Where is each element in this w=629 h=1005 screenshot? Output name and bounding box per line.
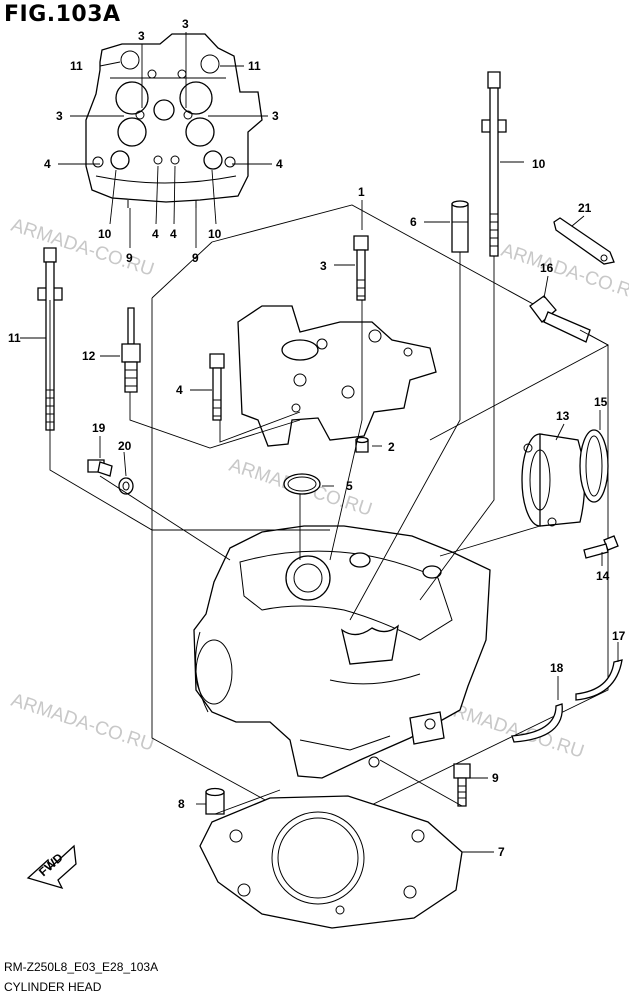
o-ring-inner [287, 476, 317, 492]
watermark: ARMADA-CO.RU [8, 215, 156, 281]
callout-3: 3 [320, 259, 327, 273]
bolt-16 [529, 295, 591, 343]
callout-7: 7 [498, 845, 505, 859]
callout-10: 10 [98, 227, 112, 241]
bracket [553, 217, 615, 265]
cover-gasket [127, 200, 197, 208]
dowel-pin-head-top [205, 787, 225, 797]
callout-3: 3 [272, 109, 279, 123]
callout-8: 8 [178, 797, 185, 811]
fwd-arrow-icon: FWD [26, 844, 77, 890]
cam-chain-guide [451, 200, 469, 253]
callout-4: 4 [152, 227, 159, 241]
callout-3: 3 [182, 17, 189, 31]
callout-16: 16 [540, 261, 554, 275]
assembly-outline [151, 241, 213, 299]
callout-4: 4 [176, 383, 183, 397]
callout-14: 14 [596, 569, 610, 583]
drawing-code: RM-Z250L8_E03_E28_103A [4, 960, 159, 974]
callout-17: 17 [612, 629, 626, 643]
callout-4: 4 [276, 157, 283, 171]
figure-name: CYLINDER HEAD [4, 980, 102, 994]
callout-11: 11 [248, 59, 261, 73]
callout-20: 20 [118, 439, 132, 453]
cylinder-head [193, 525, 491, 779]
gasket-washer-hole [122, 481, 130, 491]
head-cover [85, 33, 263, 203]
bolt-3 [353, 235, 369, 301]
bracket-hole [600, 254, 608, 262]
callout-5: 5 [346, 479, 353, 493]
callout-4: 4 [44, 157, 51, 171]
dowel-pin-top [355, 436, 369, 444]
callout-9: 9 [492, 771, 499, 785]
callout-10: 10 [208, 227, 222, 241]
bolt-14 [583, 535, 619, 559]
bolt-19 [87, 459, 113, 477]
camshaft-holder [237, 305, 437, 447]
callout-2: 2 [388, 440, 395, 454]
callout-4: 4 [170, 227, 177, 241]
callout-1: 1 [358, 185, 365, 199]
watermark: ARMADA-CO.RU [8, 690, 156, 756]
callout-19: 19 [92, 421, 106, 435]
callout-11: 11 [70, 59, 83, 73]
bolt-4 [209, 353, 225, 421]
bolt-9 [453, 763, 471, 807]
clamp-inner [585, 435, 603, 497]
callout-6: 6 [410, 215, 417, 229]
intake-pipe [521, 433, 586, 527]
gasket-washer [118, 477, 134, 495]
callouts: 11 11 3 3 3 3 4 4 10 4 4 10 9 9 1 3 6 10… [8, 17, 626, 859]
stud-bolt-10 [481, 71, 507, 257]
callout-9: 9 [192, 251, 199, 265]
head-gasket [199, 795, 463, 929]
callout-10: 10 [532, 157, 546, 171]
leader-lines [20, 32, 619, 853]
callout-12: 12 [82, 349, 96, 363]
callout-18: 18 [550, 661, 564, 675]
callout-3: 3 [56, 109, 63, 123]
callout-13: 13 [556, 409, 570, 423]
callout-11: 11 [8, 331, 21, 345]
clip-18 [511, 703, 563, 743]
callout-3: 3 [138, 29, 145, 43]
callout-21: 21 [578, 201, 592, 215]
clip-17 [575, 659, 623, 701]
clamp [579, 429, 609, 503]
callout-15: 15 [594, 395, 608, 409]
figure-title: FIG.103A [4, 2, 121, 27]
callout-9: 9 [126, 251, 133, 265]
spark-plug [121, 307, 141, 393]
